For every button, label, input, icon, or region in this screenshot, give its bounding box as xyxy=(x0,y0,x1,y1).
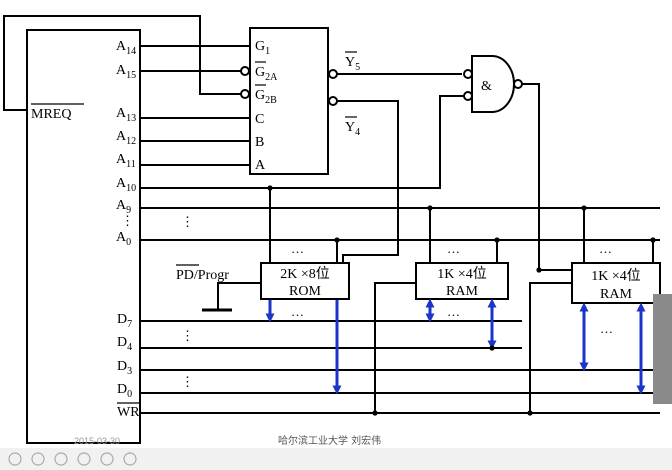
y4-wire xyxy=(337,100,399,263)
footer-text: 哈尔滨工业大学 刘宏伟 xyxy=(278,434,381,447)
menu-icon[interactable] xyxy=(100,452,114,466)
g2a-bubble xyxy=(240,66,250,76)
pin-wr: WR xyxy=(117,405,140,420)
ram1-data-ellipsis: … xyxy=(447,304,460,319)
y5-bubble xyxy=(328,69,338,79)
cpu-block xyxy=(26,29,141,444)
wr-to-ram2 xyxy=(529,282,572,413)
decoder-g2a: G2A xyxy=(255,65,278,83)
pin-a12: A12 xyxy=(116,129,136,147)
addr-vdots: ⋮ xyxy=(181,214,194,229)
pin-a14: A14 xyxy=(116,39,136,57)
ram1-chip-line1: 1K ×4位 xyxy=(437,266,487,282)
decoder-a: A xyxy=(255,158,266,173)
pin-a0: A0 xyxy=(116,230,131,248)
player-controls xyxy=(8,452,137,466)
a10-wire xyxy=(140,95,466,189)
more-icon[interactable] xyxy=(123,452,137,466)
decoder-block xyxy=(249,27,329,175)
ram2-data-ellipsis: … xyxy=(600,321,613,336)
decoder-c: C xyxy=(255,112,264,127)
ram1-d4-junction xyxy=(489,345,495,351)
d-upper-vdots: ⋮ xyxy=(181,328,194,343)
and-gate xyxy=(471,55,515,113)
edge-panel xyxy=(653,294,672,404)
pin-a9: A9 xyxy=(116,198,131,216)
and-out-bubble xyxy=(513,79,523,89)
pin-d3: D3 xyxy=(117,359,132,377)
wr-junction-ram2 xyxy=(527,410,533,416)
control-bar xyxy=(0,448,672,470)
prev-icon[interactable] xyxy=(8,452,22,466)
pin-a13: A13 xyxy=(116,106,136,124)
rom-data-ellipsis: … xyxy=(291,304,304,319)
pin-d4: D4 xyxy=(117,335,132,353)
pin-d7: D7 xyxy=(117,312,132,330)
pd-wire xyxy=(217,282,261,310)
ram2-chip-line1: 1K ×4位 xyxy=(591,268,641,284)
ram1-chip-line2: RAM xyxy=(446,284,478,299)
ram2-addr-ellipsis: … xyxy=(599,241,612,256)
g2b-bubble xyxy=(240,89,250,99)
decoder-g2b: G2B xyxy=(255,88,277,106)
ram2-chip xyxy=(571,262,661,304)
pin-a11: A11 xyxy=(116,152,136,170)
rom-chip-line2: ROM xyxy=(289,284,321,299)
ram1-chip xyxy=(415,262,509,300)
back-icon[interactable] xyxy=(31,452,45,466)
pin-a10: A10 xyxy=(116,176,136,194)
and-in2-bubble xyxy=(463,91,473,101)
decoder-y4: Y4 xyxy=(345,120,360,138)
forward-icon[interactable] xyxy=(77,452,91,466)
decoder-g1: G1 xyxy=(255,39,270,57)
rom-addr-ellipsis: … xyxy=(291,241,304,256)
pin-a-vdots: ⋮ xyxy=(121,213,134,228)
footer-date: 2015-03-30 xyxy=(74,436,120,446)
ram2-chip-line2: RAM xyxy=(600,287,632,302)
decoder-y5: Y5 xyxy=(345,55,360,73)
rom-chip xyxy=(260,262,350,300)
y4-bubble xyxy=(328,96,338,106)
wr-junction-ram1 xyxy=(372,410,378,416)
pin-d0: D0 xyxy=(117,382,132,400)
decoder-b: B xyxy=(255,135,264,150)
pd-progr-label: PD/Progr xyxy=(176,268,229,283)
pin-mreq: MREQ xyxy=(31,107,71,122)
play-icon[interactable] xyxy=(54,452,68,466)
and-out-wire xyxy=(522,83,540,270)
d-lower-vdots: ⋮ xyxy=(181,374,194,389)
and-gate-symbol: & xyxy=(481,79,492,94)
wr-to-ram1 xyxy=(374,282,416,413)
rom-chip-line1: 2K ×8位 xyxy=(280,266,330,282)
and-in1-bubble xyxy=(463,69,473,79)
pin-a15: A15 xyxy=(116,63,136,81)
ram1-addr-ellipsis: … xyxy=(447,241,460,256)
